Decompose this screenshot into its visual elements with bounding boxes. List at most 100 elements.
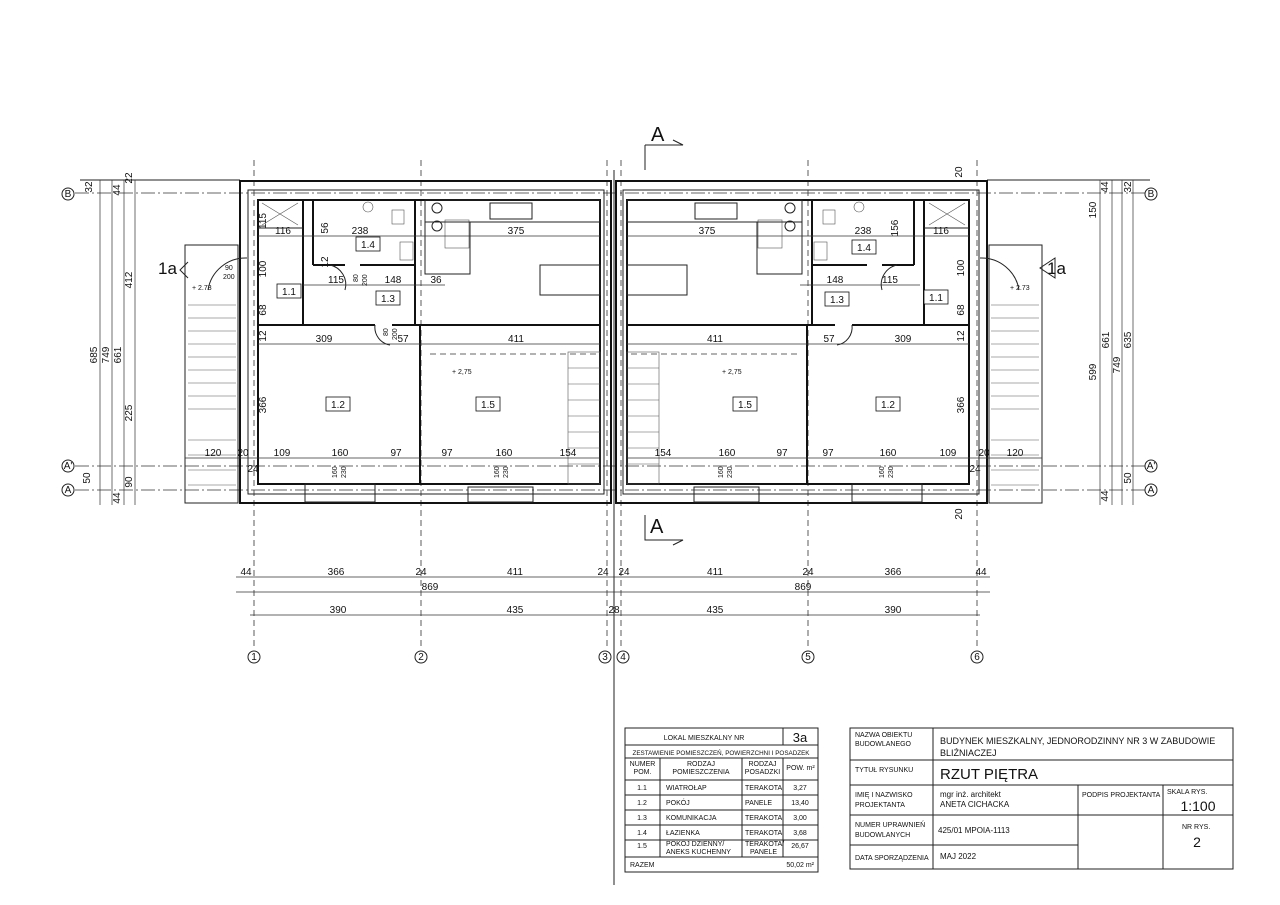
svg-text:390: 390 bbox=[885, 605, 902, 616]
svg-text:TERAKOTA: TERAKOTA bbox=[745, 785, 783, 792]
axis-bubble-a-prime-left: A' bbox=[61, 459, 75, 473]
svg-text:160: 160 bbox=[719, 448, 736, 459]
svg-text:44: 44 bbox=[1100, 490, 1111, 502]
svg-text:225: 225 bbox=[124, 404, 135, 421]
svg-text:160: 160 bbox=[718, 466, 725, 478]
designer-name: ANETA CICHACKA bbox=[940, 800, 1010, 809]
svg-text:97: 97 bbox=[776, 448, 788, 459]
header-floor-type: RODZAJ POSADZKI bbox=[744, 761, 781, 776]
svg-text:BUDOWLANYCH: BUDOWLANYCH bbox=[855, 832, 910, 839]
svg-text:44: 44 bbox=[112, 184, 123, 196]
drawing-number: 2 bbox=[1193, 834, 1201, 850]
svg-text:mgr inż. architekt: mgr inż. architekt bbox=[940, 790, 1002, 799]
svg-text:24: 24 bbox=[618, 567, 630, 578]
svg-text:1.5: 1.5 bbox=[637, 843, 647, 850]
svg-text:A': A' bbox=[64, 461, 73, 472]
svg-text:90: 90 bbox=[225, 265, 233, 272]
dimensions-left-unit: 116 238 375 148 36 115 309 57 411 120 20… bbox=[185, 213, 600, 475]
svg-text:4: 4 bbox=[620, 652, 626, 663]
svg-text:BLIŹNIACZEJ: BLIŹNIACZEJ bbox=[940, 748, 997, 758]
svg-text:POKÓJ: POKÓJ bbox=[666, 798, 690, 807]
svg-text:200: 200 bbox=[362, 274, 369, 286]
svg-text:97: 97 bbox=[822, 448, 834, 459]
svg-text:PANELE: PANELE bbox=[745, 800, 772, 807]
scale-value: 1:100 bbox=[1180, 798, 1215, 814]
level-left-entrance: + 2.73 bbox=[192, 285, 212, 292]
header-area: POW. m² bbox=[786, 765, 815, 772]
svg-text:411: 411 bbox=[707, 334, 723, 345]
svg-text:115: 115 bbox=[882, 275, 898, 286]
svg-text:238: 238 bbox=[352, 226, 369, 237]
room-label-1-1-right: 1.1 bbox=[923, 289, 949, 305]
svg-text:1.5: 1.5 bbox=[738, 400, 752, 411]
svg-text:44: 44 bbox=[240, 567, 252, 578]
svg-text:24: 24 bbox=[802, 567, 814, 578]
room-label-1-4-left: 1.4 bbox=[355, 236, 381, 252]
svg-text:366: 366 bbox=[956, 396, 967, 413]
svg-text:160: 160 bbox=[879, 466, 886, 478]
date: MAJ 2022 bbox=[940, 852, 977, 861]
svg-text:NUMER UPRAWNIEŃ: NUMER UPRAWNIEŃ bbox=[855, 820, 925, 829]
svg-text:PROJEKTANTA: PROJEKTANTA bbox=[855, 802, 905, 809]
svg-text:160: 160 bbox=[332, 448, 349, 459]
svg-text:375: 375 bbox=[699, 226, 716, 237]
svg-text:160: 160 bbox=[880, 448, 897, 459]
entrance-label-right: 1a bbox=[1047, 259, 1066, 278]
axis-bubble-3: 3 bbox=[598, 650, 612, 664]
dimensions-right-outer: 150 599 661 749 635 44 32 44 50 bbox=[1088, 180, 1134, 505]
room-label-1-5-left: 1.5 bbox=[475, 396, 501, 412]
svg-text:238: 238 bbox=[855, 226, 872, 237]
svg-text:ANEKS KUCHENNY: ANEKS KUCHENNY bbox=[666, 849, 731, 856]
svg-text:24: 24 bbox=[969, 464, 981, 475]
svg-text:390: 390 bbox=[330, 605, 347, 616]
svg-text:435: 435 bbox=[707, 605, 724, 616]
svg-text:200: 200 bbox=[392, 328, 399, 340]
opening-labels: 90 200 80 200 80 200 160 230 160 230 160… bbox=[223, 265, 895, 478]
svg-text:1.3: 1.3 bbox=[830, 295, 844, 306]
svg-text:44: 44 bbox=[975, 567, 987, 578]
svg-text:A': A' bbox=[1147, 461, 1156, 472]
svg-text:230: 230 bbox=[341, 466, 348, 478]
svg-text:TERAKOTA: TERAKOTA bbox=[745, 830, 783, 837]
svg-text:309: 309 bbox=[895, 334, 912, 345]
axis-bubble-5: 5 bbox=[801, 650, 815, 664]
object-name: BUDYNEK MIESZKALNY, JEDNORODZINNY NR 3 W… bbox=[940, 736, 1215, 746]
room-label-1-5-right: 1.5 bbox=[732, 396, 758, 412]
svg-text:57: 57 bbox=[397, 334, 409, 345]
svg-text:116: 116 bbox=[275, 226, 291, 237]
svg-text:POKÓJ DZIENNY/: POKÓJ DZIENNY/ bbox=[666, 839, 724, 848]
svg-text:1.4: 1.4 bbox=[637, 830, 647, 837]
svg-text:366: 366 bbox=[328, 567, 345, 578]
svg-text:154: 154 bbox=[655, 448, 672, 459]
svg-text:IMIĘ I NAZWISKO: IMIĘ I NAZWISKO bbox=[855, 792, 913, 799]
svg-text:230: 230 bbox=[888, 466, 895, 478]
svg-text:1.1: 1.1 bbox=[637, 785, 647, 792]
svg-text:97: 97 bbox=[441, 448, 453, 459]
entrance-label-left: 1a bbox=[158, 259, 177, 278]
level-right-entrance: + 2.73 bbox=[1010, 285, 1030, 292]
table-title: LOKAL MIESZKALNY NR bbox=[664, 735, 745, 742]
svg-text:20: 20 bbox=[978, 448, 990, 459]
svg-text:WIATROŁAP: WIATROŁAP bbox=[666, 785, 707, 792]
svg-text:109: 109 bbox=[274, 448, 291, 459]
svg-text:635: 635 bbox=[1123, 331, 1134, 348]
level-left-living: + 2,75 bbox=[452, 369, 472, 376]
svg-text:366: 366 bbox=[885, 567, 902, 578]
svg-text:32: 32 bbox=[84, 181, 95, 193]
svg-text:3: 3 bbox=[602, 652, 608, 663]
svg-text:150: 150 bbox=[1088, 201, 1099, 218]
svg-text:156: 156 bbox=[890, 219, 901, 236]
total-label: RAZEM bbox=[630, 862, 655, 869]
header-room-number: NUMER POM. bbox=[629, 761, 656, 776]
svg-text:1.1: 1.1 bbox=[282, 287, 296, 298]
svg-text:A: A bbox=[651, 124, 665, 146]
svg-text:80: 80 bbox=[383, 328, 390, 336]
room-label-1-1-left: 1.1 bbox=[276, 283, 302, 299]
svg-text:1.4: 1.4 bbox=[361, 240, 375, 251]
svg-text:599: 599 bbox=[1088, 363, 1099, 380]
